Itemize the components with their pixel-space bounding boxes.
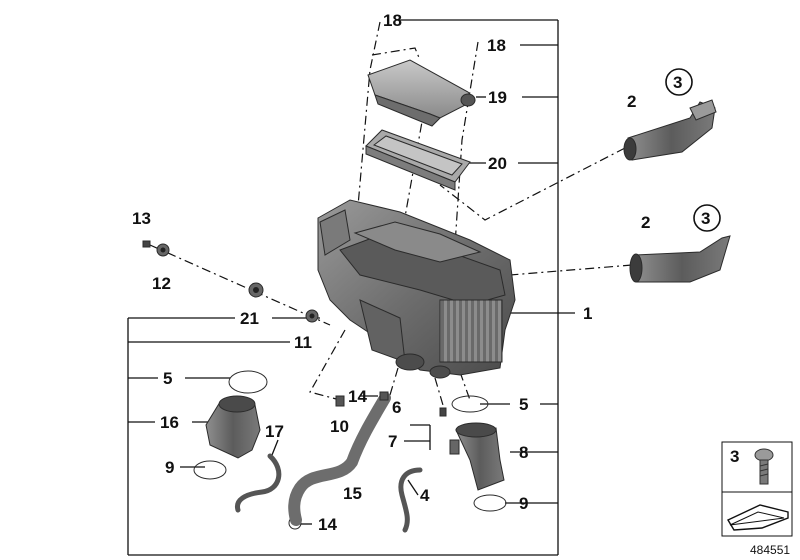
- callout-6: 6: [392, 398, 401, 417]
- callout-3-ring-upper: [665, 68, 693, 96]
- callout-21: 21: [240, 309, 259, 328]
- valve: [439, 407, 460, 455]
- callout-2-lower: 2: [641, 213, 650, 232]
- callouts: 18 18 19 20 1 2 2 3 3 13 12 21 11 5 5 16…: [132, 11, 721, 534]
- callout-16: 16: [160, 413, 179, 432]
- callout-19: 19: [488, 88, 507, 107]
- assembly-lines: [149, 21, 633, 413]
- callout-20: 20: [488, 154, 507, 173]
- callout-10: 10: [330, 417, 349, 436]
- callout-17: 17: [265, 422, 284, 441]
- wrench-icon: [727, 504, 789, 531]
- callout-3-upper: 3: [673, 73, 682, 92]
- callout-15: 15: [343, 484, 362, 503]
- callout-4: 4: [420, 486, 430, 505]
- callout-2-upper: 2: [627, 92, 636, 111]
- callout-9-right: 9: [519, 494, 528, 513]
- vent-hoses: [234, 453, 423, 533]
- callout-18-top: 18: [383, 11, 402, 30]
- callout-3-ring-lower: [693, 204, 721, 232]
- connector-pipe: [455, 422, 505, 491]
- callout-14-bottom: 14: [318, 515, 337, 534]
- callout-14-mid: 14: [348, 387, 367, 406]
- small-fittings: [142, 240, 319, 323]
- screw-icon: [754, 448, 774, 485]
- callout-18-second: 18: [487, 36, 506, 55]
- legend-item-number: 3: [730, 447, 739, 466]
- air-filter-element: [365, 129, 471, 191]
- intake-cover-upper: [367, 59, 476, 127]
- callout-5-left: 5: [163, 369, 172, 388]
- callout-5-right: 5: [519, 395, 528, 414]
- document-number: 484551: [750, 543, 790, 557]
- callout-9-left: 9: [165, 458, 174, 477]
- left-bracket-lines: [127, 317, 558, 556]
- callout-7: 7: [388, 432, 397, 451]
- intake-duct-lower: [629, 235, 731, 283]
- callout-12: 12: [152, 274, 171, 293]
- callout-1: 1: [583, 304, 592, 323]
- callout-3-lower: 3: [701, 209, 710, 228]
- fastener-legend: 3: [721, 441, 793, 537]
- callout-13: 13: [132, 209, 151, 228]
- intake-duct-upper: [623, 99, 717, 161]
- callout-8: 8: [519, 443, 528, 462]
- rubber-bellows: [205, 395, 261, 459]
- callout-11: 11: [294, 333, 312, 352]
- drain-hose: [288, 392, 391, 526]
- hose-fittings: [335, 391, 389, 407]
- air-filter-housing: [317, 199, 516, 379]
